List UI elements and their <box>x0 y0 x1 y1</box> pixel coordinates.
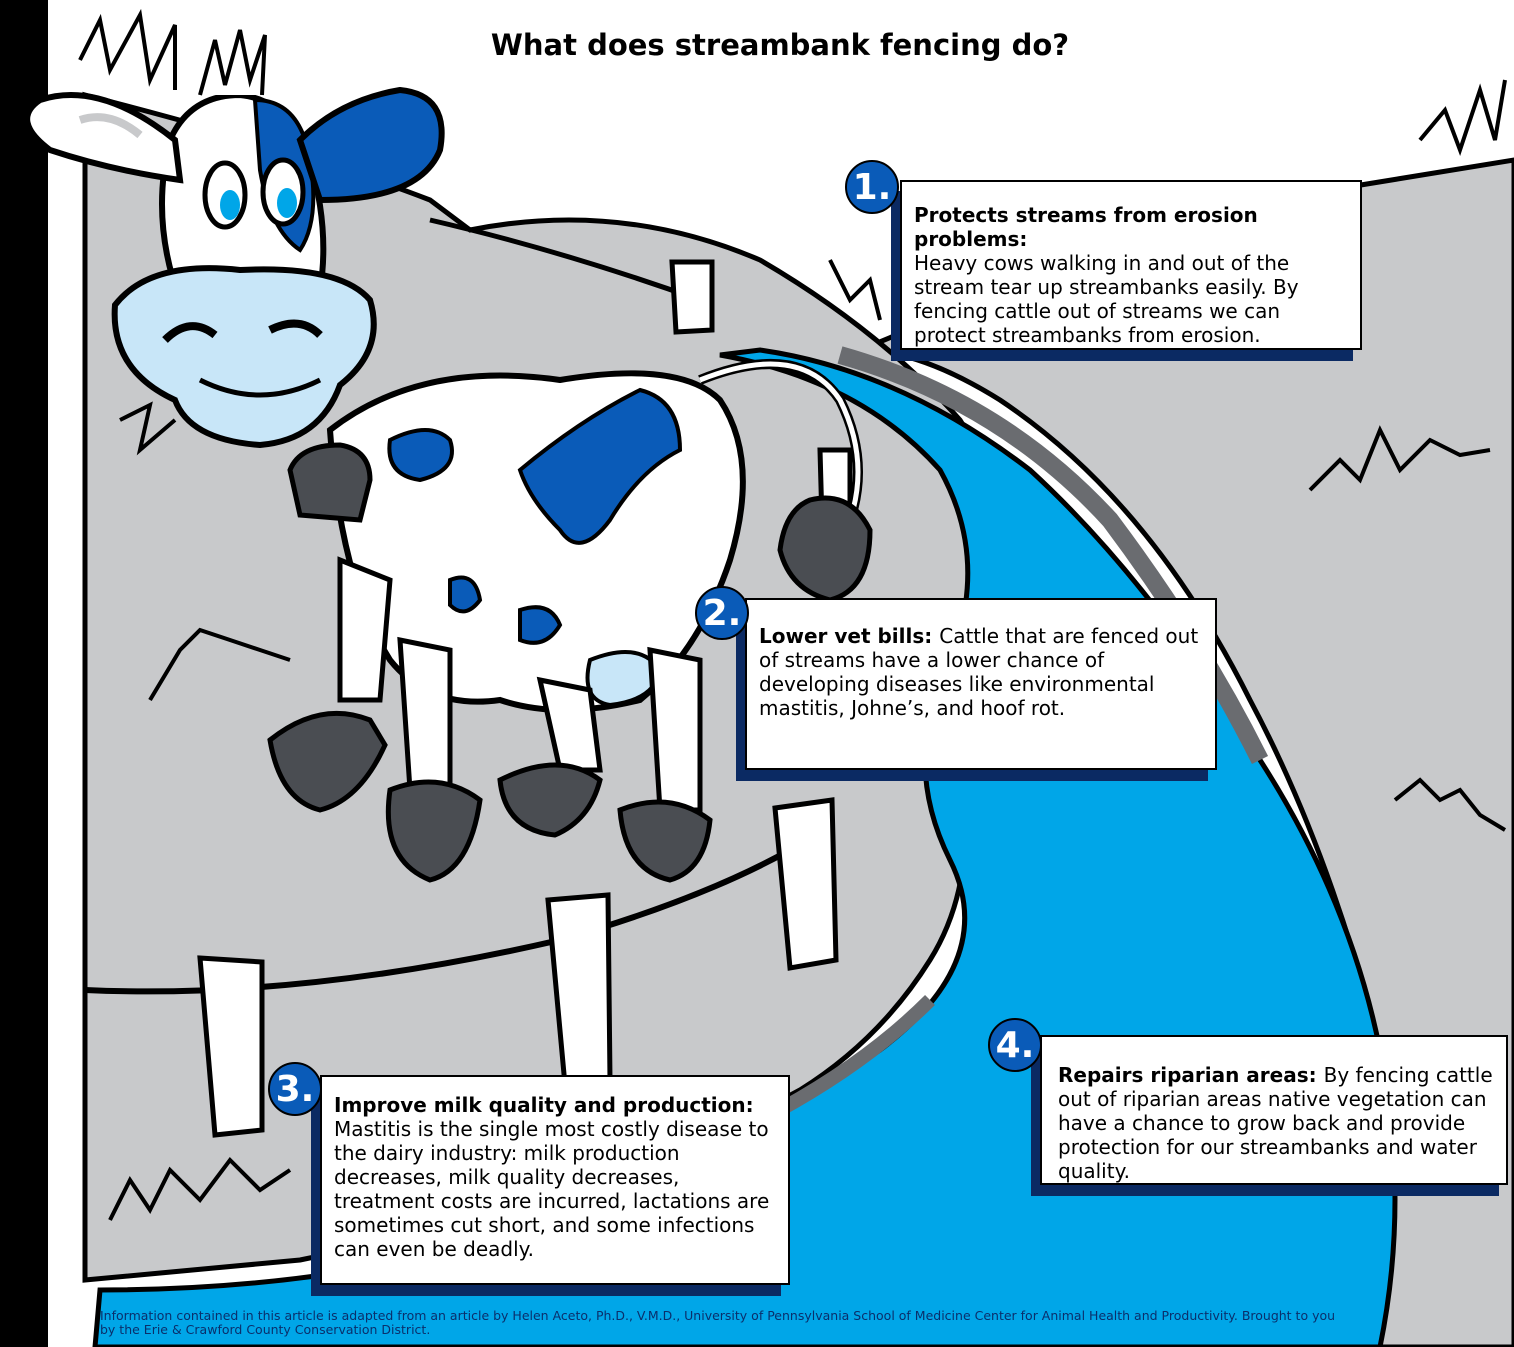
fence-post <box>197 955 265 1138</box>
point-heading: Repairs riparian areas: <box>1058 1063 1324 1087</box>
point-heading: Improve milk quality and production: <box>334 1093 754 1117</box>
fence-wire-far <box>429 217 701 303</box>
point-heading: Lower vet bills: <box>759 624 940 648</box>
point-text: Lower vet bills: Cattle that are fenced … <box>759 624 1205 720</box>
point-card-1: Protects streams from erosion problems: … <box>900 180 1362 350</box>
point-card-3: Improve milk quality and production: Mas… <box>320 1075 790 1285</box>
grass-tuft <box>108 1156 292 1221</box>
point-body: Mastitis is the single most costly disea… <box>334 1117 770 1261</box>
fence-post <box>772 797 839 971</box>
grass-tuft <box>1308 425 1491 492</box>
number-badge: 2. <box>695 586 749 640</box>
point-body: By fencing cattle out of riparian areas … <box>1058 1063 1493 1183</box>
footer-credit: Information contained in this article is… <box>100 1308 1336 1337</box>
point-heading: Protects streams from erosion problems: <box>914 203 1258 251</box>
grass-tuft <box>78 8 177 90</box>
cow <box>24 29 873 883</box>
grass-tuft <box>1393 777 1507 832</box>
grass-tuft <box>828 259 882 321</box>
left-border-bar <box>0 0 48 1347</box>
point-card-4: Repairs riparian areas: By fencing cattl… <box>1040 1035 1508 1185</box>
number-badge: 3. <box>268 1062 322 1116</box>
point-text: Repairs riparian areas: By fencing cattl… <box>1058 1063 1496 1183</box>
number-badge: 1. <box>845 160 899 214</box>
point-body: Heavy cows walking in and out of the str… <box>914 251 1299 347</box>
fence-post <box>669 259 715 335</box>
grass-tuft <box>1418 79 1507 156</box>
page-title: What does streambank fencing do? <box>490 28 1070 62</box>
point-body: Cattle that are fenced out of streams ha… <box>759 624 1199 720</box>
grass-tuft <box>148 627 291 702</box>
point-card-2: Lower vet bills: Cattle that are fenced … <box>745 598 1217 770</box>
number-badge: 4. <box>988 1018 1042 1072</box>
